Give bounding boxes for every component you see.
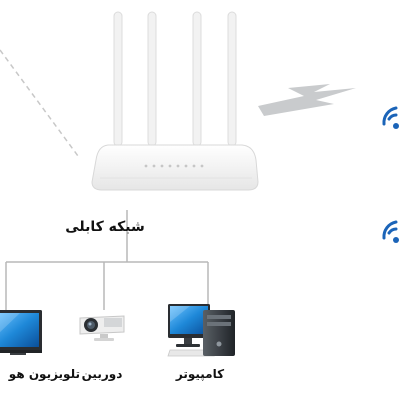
wifi-router-icon bbox=[91, 11, 259, 191]
router-body bbox=[91, 144, 259, 191]
router-antenna bbox=[147, 11, 157, 147]
smart-tv-icon bbox=[0, 310, 42, 355]
router-antenna bbox=[192, 11, 202, 147]
wired-connector-lines bbox=[5, 210, 209, 312]
router-leds bbox=[144, 164, 204, 168]
desktop-computer-icon bbox=[167, 304, 235, 357]
wireless-dashed-line bbox=[0, 49, 79, 157]
router-antenna bbox=[113, 11, 123, 147]
wired-network-label: شبکه کابلی bbox=[65, 219, 145, 235]
wifi-signal-icon bbox=[382, 220, 399, 243]
router-antenna bbox=[227, 11, 237, 147]
security-camera-icon bbox=[79, 315, 125, 341]
computer-label: کامپیوتر bbox=[175, 367, 225, 381]
lightning-link-icon bbox=[258, 84, 356, 116]
camera-label: دوربین bbox=[81, 367, 123, 381]
wifi-signal-icon bbox=[382, 106, 399, 129]
smart-tv-label: تلویزیون هو bbox=[8, 367, 80, 381]
